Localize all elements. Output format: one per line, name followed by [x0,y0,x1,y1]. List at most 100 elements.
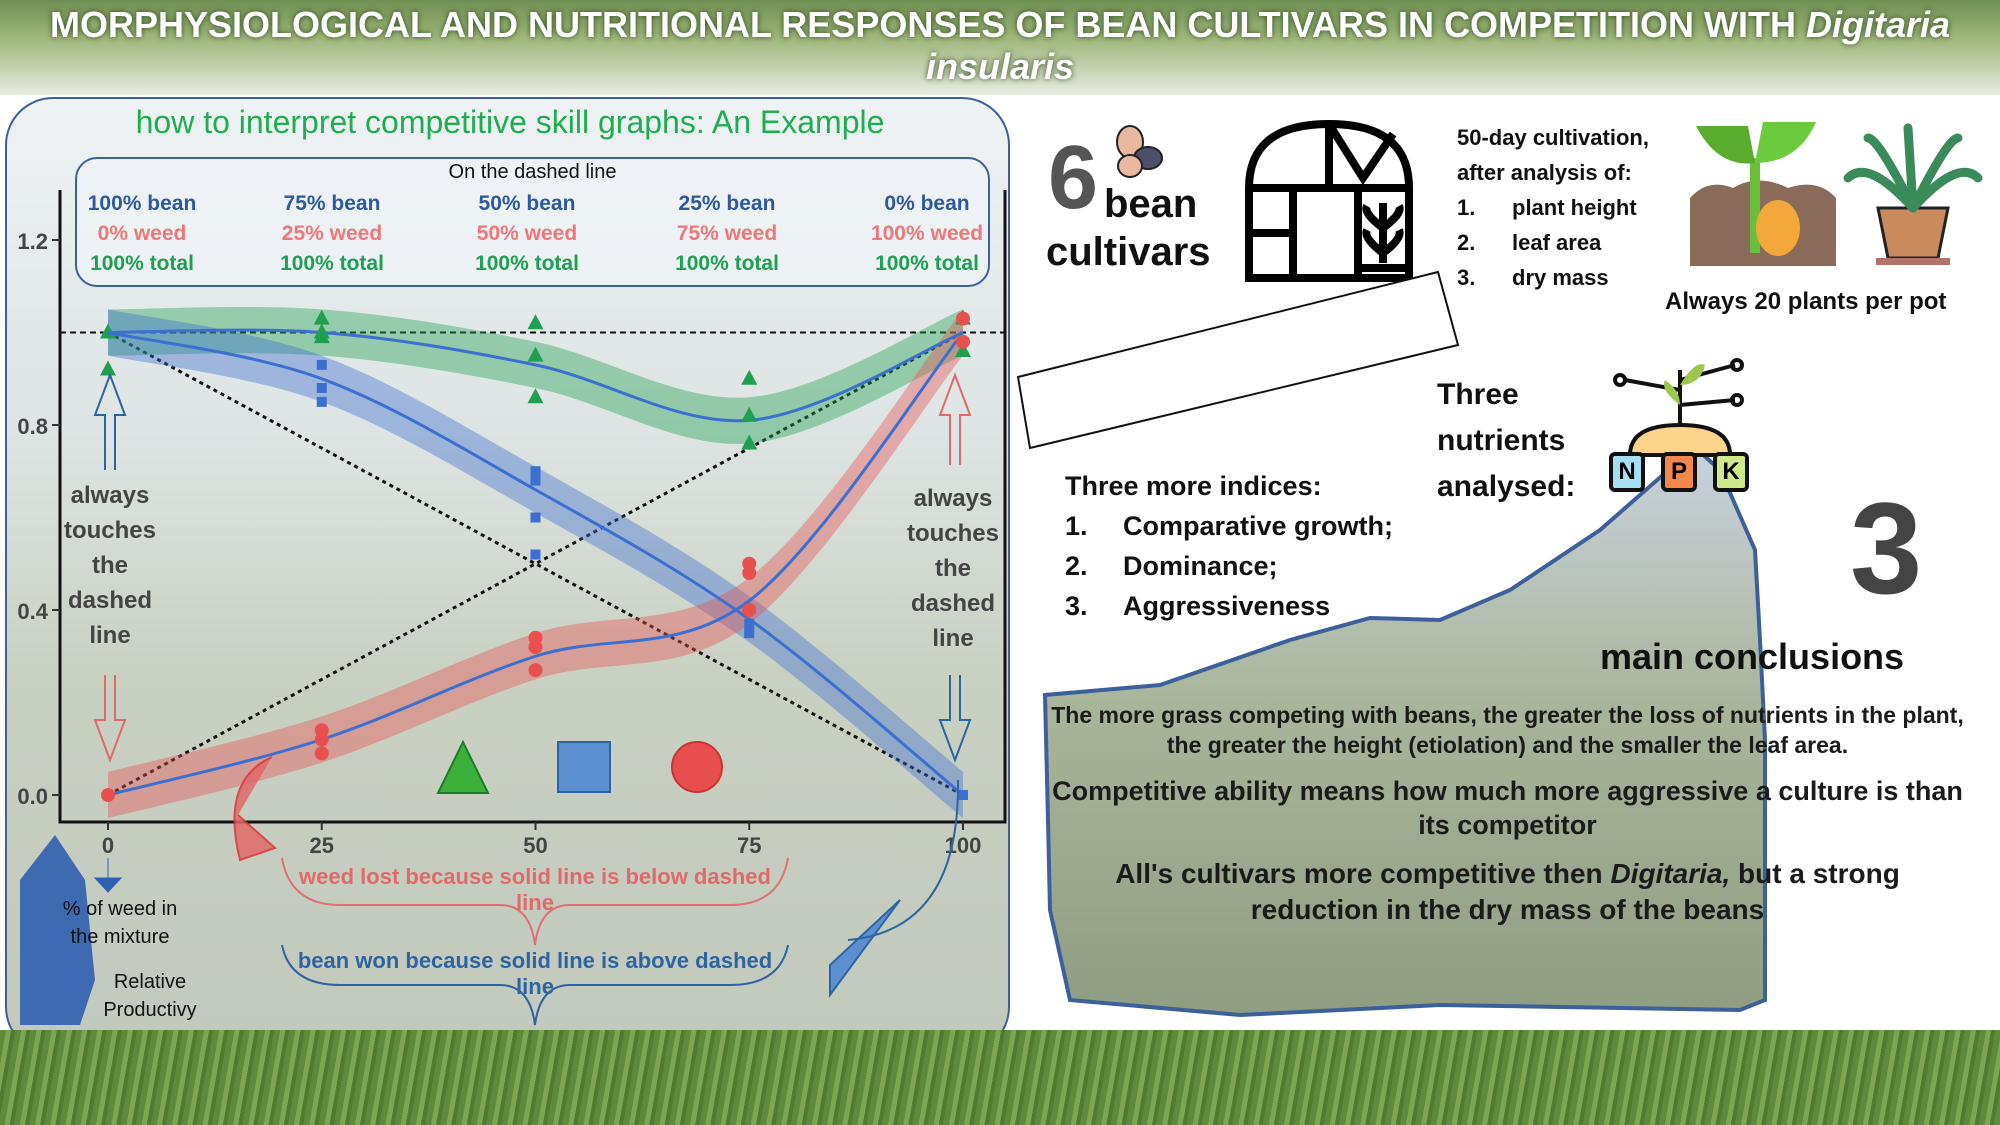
curved-red-arrow-icon [233,756,277,862]
total-point [741,406,758,422]
index-item: 2.Dominance; [1065,551,1278,581]
total-point [741,434,758,450]
mixture-total: 100% total [280,252,384,275]
title-text: MORPHYSIOLOGICAL AND NUTRITIONAL RESPONS… [49,4,1806,45]
bean-icon [1116,125,1163,178]
bean-won-note: bean won because solid line is above das… [297,948,773,999]
mixture-weed: 100% weed [870,222,984,245]
analysis-item: 3.dry mass [1457,265,1609,290]
weed-point [314,746,329,761]
mixture-bean: 100% bean [87,192,197,215]
mixture-bean: 75% bean [283,192,381,215]
x-tick-label: 0 [102,833,114,858]
weed-brace [281,857,789,946]
mixture-weed: 50% weed [476,222,578,245]
conclusion-3: All's cultivars more competitive then Di… [1115,858,1900,925]
arrow-up-left [93,372,127,470]
mixture-weed: 75% weed [676,222,778,245]
mixture-total: 100% total [875,252,979,275]
total-point [527,388,544,404]
weed-point [528,640,543,654]
curved-blue-arrow-tail [847,779,960,941]
weed-point [742,603,757,617]
npk-p: P [1661,452,1697,492]
total-point [527,346,544,362]
dashed-line-header: On the dashed line [448,161,617,183]
cultivation-info: 50-day cultivation, after analysis of: 1… [1457,120,1649,295]
callout-box [1016,270,1460,450]
weed-point [314,732,329,747]
arrow-down-left [93,675,127,763]
poster-title: MORPHYSIOLOGICAL AND NUTRITIONAL RESPONS… [20,4,1980,88]
analysis-item: 2.leaf area [1457,230,1602,255]
bean-point [744,618,755,629]
mixture-total: 100% total [475,252,579,275]
index-item: 1.Comparative growth; [1065,511,1394,541]
bean-fit-line [107,331,964,797]
bean-point [316,359,327,370]
bean-point [530,466,541,477]
weed-expected-line [107,331,964,797]
conclusion-count: 3 [1850,475,1923,621]
conclusions-box: The more grass competing with beans, the… [1050,700,1965,1020]
plants-per-pot: Always 20 plants per pot [1665,288,1947,315]
bean-point [530,549,541,560]
potted-plant-icon [1843,123,1983,265]
bean-point [316,383,327,393]
total-point [313,309,330,325]
curved-blue-arrow-icon [829,899,901,999]
legend-square-bean [557,741,611,793]
indices-list: Three more indices: 1.Comparative growth… [1065,466,1393,626]
weed-point [101,788,115,802]
y-tick-label: 1.2 [17,229,48,254]
x-tick-label: 50 [523,833,547,858]
npk-n: N [1609,452,1645,492]
index-item: 3.Aggressiveness [1065,591,1331,621]
weed-fit-line [107,331,965,797]
bean-label: bean [1104,182,1198,226]
bean-confidence-band [108,309,963,819]
weed-lost-note: weed lost because solid line is below da… [299,864,771,915]
total-point [955,342,971,357]
mixture-weed: 25% weed [281,222,383,245]
bean-expected-line [107,331,964,797]
mixture-total: 100% total [90,252,194,275]
weed-point [956,311,970,326]
weed-confidence-band [108,309,963,819]
analysis-item: 1.plant height [1457,195,1637,220]
small-down-arrow-icon [93,858,123,893]
mixture-bean: 25% bean [678,192,776,215]
weed-point [956,334,970,349]
y-tick-label: 0.0 [17,784,48,809]
bean-point [316,396,327,407]
plot-frame [58,190,1007,824]
axis-label-arrow-shape [20,835,95,1025]
main-conclusions-label: main conclusions [1600,636,1905,677]
weed-point [528,663,543,678]
panel-subtitle: how to interpret competitive skill graph… [135,104,885,140]
bean-point [530,512,541,523]
bean-point [744,628,755,639]
npk-k: K [1713,452,1749,492]
mixture-column: 75% bean 25% weed 100% total [242,189,422,279]
arrow-down-right [938,675,972,763]
npk-icon: N P K [1605,350,1755,500]
legend-triangle-total [436,739,490,794]
title-species: Digitaria insularis [925,4,1951,87]
cultivar-count: 6 [1048,128,1099,228]
total-point [100,360,116,376]
y-tick-label: 0.8 [17,414,48,439]
conclusions-shape [1042,449,1767,1018]
x-tick-label: 75 [737,833,761,858]
legend-circle-weed [671,741,723,793]
bean-point [958,790,968,800]
